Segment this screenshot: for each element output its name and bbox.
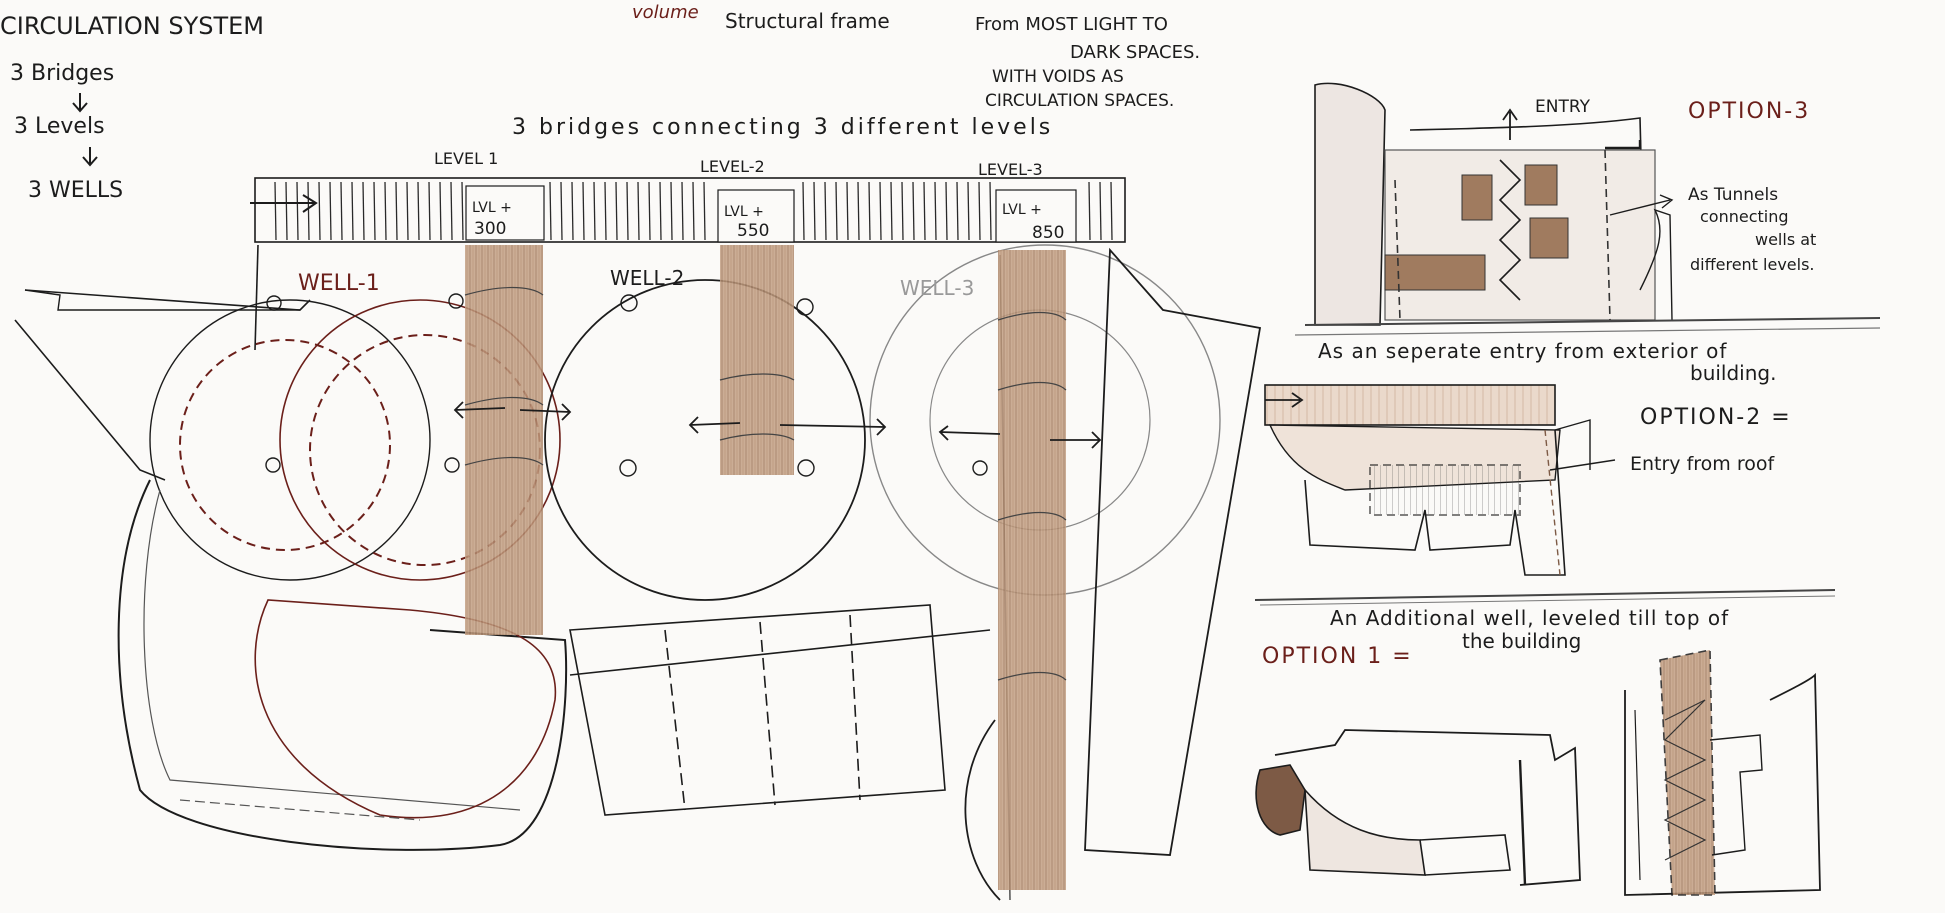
option-2-title: OPTION-2 = (1640, 405, 1792, 430)
option-1-title: OPTION 1 = (1262, 644, 1413, 669)
note-volume: volume (632, 2, 699, 23)
level-bar: LEVEL 1 LEVEL-2 LEVEL-3 LVL + 300 LVL + … (250, 149, 1126, 243)
option-3-note-1: As Tunnels (1688, 185, 1778, 205)
arrow-right-icon (519, 403, 572, 421)
option-3-section: ENTRY OPTION-3 As Tunnels connecting wel… (1294, 82, 1881, 385)
option-3-caption-2: building. (1690, 361, 1776, 385)
bridges (464, 245, 1067, 890)
level-1-value: 300 (474, 219, 506, 239)
light-note-4: CIRCULATION SPACES. (985, 91, 1174, 111)
option-3-title: OPTION-3 (1688, 99, 1810, 124)
bridge-2 (720, 245, 794, 475)
arrow-left-icon (453, 401, 506, 419)
note-bridges: 3 Bridges (10, 61, 114, 86)
direction-arrows (453, 401, 1102, 449)
note-wells: 3 WELLS (28, 178, 123, 203)
arrow-down-icon (82, 147, 98, 167)
well-1-label: WELL-1 (298, 271, 380, 296)
note-levels: 3 Levels (14, 114, 105, 139)
option-1-section: An Additional well, leveled till top of … (1255, 606, 1821, 896)
bridge-1 (465, 245, 543, 635)
arrow-right-icon (779, 418, 887, 436)
level-3-label: LEVEL-3 (978, 160, 1043, 179)
level-2-label: LEVEL-2 (700, 157, 765, 176)
bridges-heading: 3 bridges connecting 3 different levels (512, 115, 1053, 140)
level-3-value: 850 (1032, 223, 1064, 243)
level-3-lvl: LVL + (1002, 202, 1042, 218)
note-structural-frame: Structural frame (725, 9, 890, 33)
level-1-lvl: LVL + (472, 200, 512, 216)
entry-arrow-icon (1265, 392, 1304, 408)
option-3-caption-1: As an seperate entry from exterior of (1318, 339, 1727, 363)
entry-up-arrow-icon (1502, 108, 1518, 140)
light-note-3: WITH VOIDS AS (992, 67, 1124, 87)
level-1-label: LEVEL 1 (434, 149, 498, 168)
option-1-caption-1: An Additional well, leveled till top of (1330, 606, 1729, 630)
arrow-left-icon (938, 425, 1001, 441)
option-3-entry: ENTRY (1535, 97, 1591, 117)
arrow-right-icon (1050, 431, 1102, 449)
pointer-arrow-icon (1609, 194, 1674, 216)
circulation-title: CIRCULATION SYSTEM (0, 12, 264, 40)
well-2-label: WELL-2 (610, 266, 684, 290)
arrow-down-icon (72, 93, 88, 113)
notes-group: CIRCULATION SYSTEM 3 Bridges 3 Levels 3 … (0, 2, 1200, 203)
arrow-left-icon (688, 416, 741, 434)
light-note-1: From MOST LIGHT TO (975, 14, 1168, 35)
option-1-caption-2: the building (1462, 629, 1581, 653)
option-2-section: OPTION-2 = Entry from roof (1254, 384, 1836, 606)
main-plan: WELL-1 WELL-2 WELL-3 (14, 244, 1262, 901)
option-3-note-4: different levels. (1690, 255, 1815, 274)
level-2-value: 550 (737, 221, 769, 241)
bridge-3 (998, 250, 1066, 890)
option-2-note: Entry from roof (1630, 453, 1775, 475)
well-3-label: WELL-3 (900, 276, 974, 300)
option-3-note-3: wells at (1755, 230, 1816, 249)
option-3-note-2: connecting (1700, 207, 1789, 226)
level-2-lvl: LVL + (724, 204, 764, 220)
entry-arrow-icon (250, 194, 318, 213)
light-note-2: DARK SPACES. (1070, 42, 1200, 63)
